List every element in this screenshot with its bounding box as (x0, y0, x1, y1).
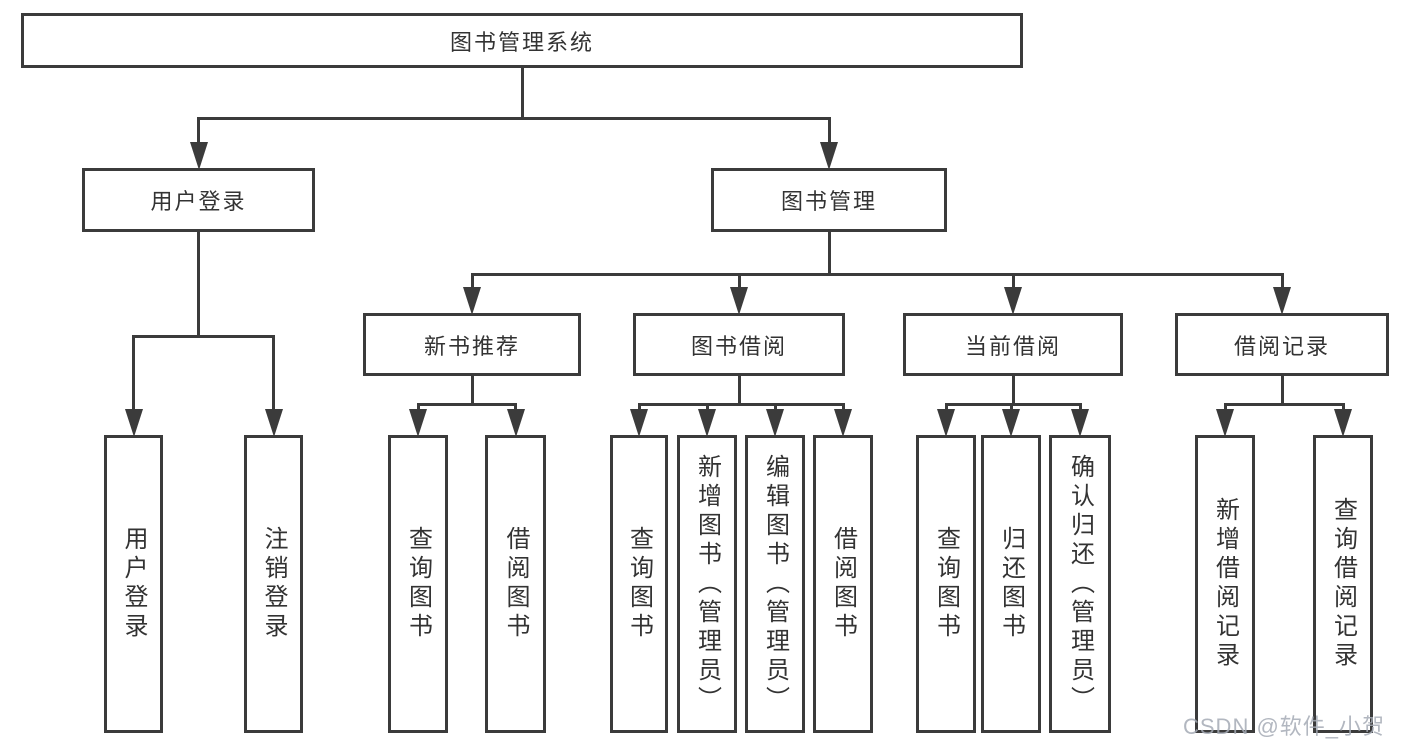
connector-line (272, 335, 275, 412)
connector-line (1011, 273, 1015, 290)
node-borrow-records: 借阅记录 (1175, 313, 1389, 376)
connector-line (705, 403, 709, 412)
connector-line (470, 273, 474, 290)
arrowhead-icon (630, 409, 648, 437)
arrowhead-icon (1071, 409, 1089, 437)
connector-line (197, 230, 200, 337)
connector-line (827, 117, 831, 146)
leaf-logout: 注销登录 (244, 435, 303, 733)
leaf-recommend-query-books: 查询图书 (388, 435, 448, 733)
arrowhead-icon (730, 287, 748, 315)
leaf-records-add-record: 新增借阅记录 (1195, 435, 1255, 733)
connector-line (737, 273, 741, 290)
leaf-current-confirm-return-admin: 确认归还（管理员） (1049, 435, 1111, 733)
arrowhead-icon (264, 409, 283, 437)
connector-line (1011, 374, 1015, 405)
connector-line (1078, 403, 1082, 412)
watermark: CSDN @软件_小贺同学 (1183, 714, 1386, 747)
connector-line (637, 403, 845, 406)
leaf-records-query-record: 查询借阅记录 (1313, 435, 1373, 733)
connector-line (416, 403, 517, 406)
connector-line (1223, 403, 1227, 412)
arrowhead-icon (698, 409, 716, 437)
arrowhead-icon (1334, 409, 1352, 437)
arrowhead-icon (1002, 409, 1020, 437)
arrowhead-icon (463, 287, 481, 315)
leaf-borrow-edit-book-admin: 编辑图书（管理员） (745, 435, 805, 733)
connector-line (637, 403, 641, 412)
connector-line (1009, 403, 1013, 412)
node-root-system: 图书管理系统 (21, 13, 1023, 68)
arrowhead-icon (1216, 409, 1234, 437)
node-new-book-recommend: 新书推荐 (363, 313, 581, 376)
arrowhead-icon (937, 409, 955, 437)
connector-line (1280, 374, 1284, 405)
connector-line (1223, 403, 1345, 406)
connector-line (1341, 403, 1345, 412)
arrowhead-icon (1004, 287, 1022, 315)
connector-line (132, 335, 275, 338)
leaf-current-return-books: 归还图书 (981, 435, 1041, 733)
node-current-borrow: 当前借阅 (903, 313, 1123, 376)
connector-line (1280, 273, 1284, 290)
connector-line (470, 374, 474, 405)
connector-line (520, 66, 524, 118)
connector-line (737, 374, 741, 405)
leaf-current-query-books: 查询图书 (916, 435, 976, 733)
leaf-recommend-borrow-books: 借阅图书 (485, 435, 546, 733)
connector-line (773, 403, 777, 412)
arrowhead-icon (124, 409, 143, 437)
leaf-borrow-add-book-admin: 新增图书（管理员） (677, 435, 737, 733)
connector-line (944, 403, 1082, 406)
connector-line (944, 403, 948, 412)
leaf-borrow-query-books: 查询图书 (610, 435, 668, 733)
arrowhead-icon (1273, 287, 1291, 315)
arrowhead-icon (189, 142, 208, 170)
connector-line (132, 335, 135, 412)
connector-line (827, 230, 831, 275)
node-book-borrow: 图书借阅 (633, 313, 845, 376)
arrowhead-icon (766, 409, 784, 437)
arrowhead-icon (834, 409, 852, 437)
leaf-user-login: 用户登录 (104, 435, 163, 733)
leaf-borrow-borrow-books: 借阅图书 (813, 435, 873, 733)
connector-line (470, 273, 1284, 276)
arrowhead-icon (820, 142, 838, 170)
arrowhead-icon (506, 409, 525, 437)
connector-line (841, 403, 845, 412)
node-book-management: 图书管理 (711, 168, 947, 232)
arrowhead-icon (409, 409, 427, 437)
connector-line (197, 117, 831, 120)
connector-line (416, 403, 420, 412)
connector-line (514, 403, 517, 412)
node-user-login: 用户登录 (82, 168, 315, 232)
connector-line (197, 117, 200, 146)
